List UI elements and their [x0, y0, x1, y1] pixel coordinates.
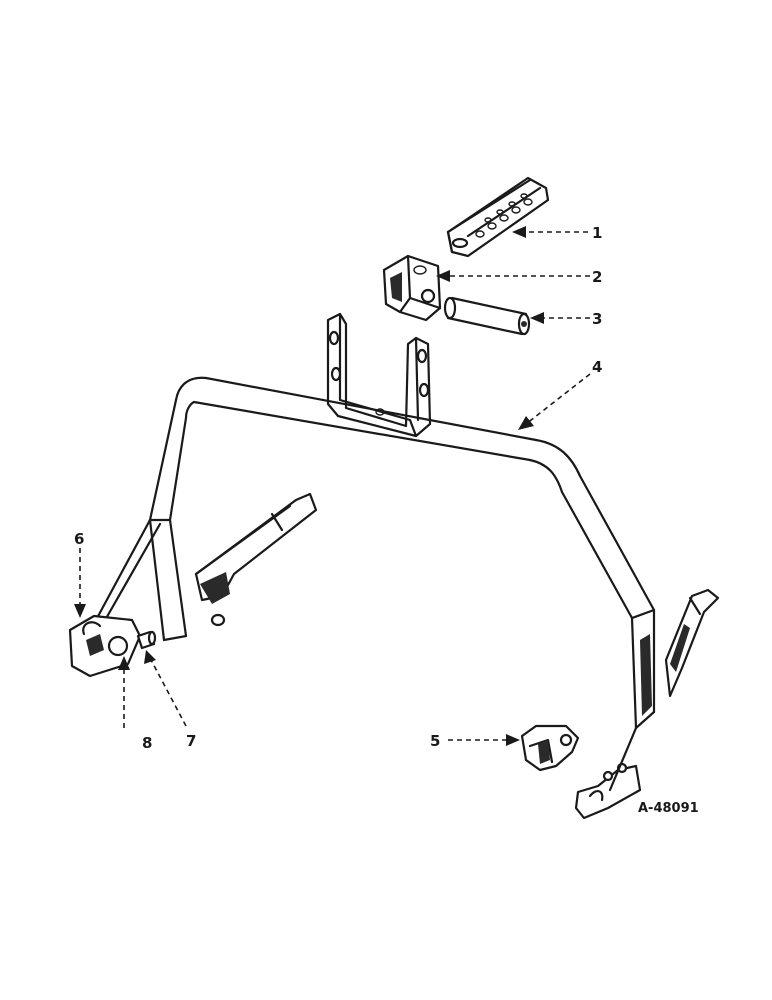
- callout-3: 3: [592, 310, 602, 328]
- callout-4: 4: [592, 358, 602, 376]
- leader-6: [74, 548, 86, 618]
- leader-7: [144, 650, 187, 727]
- part-3-sleeve: [443, 296, 531, 336]
- part-4-frame: [94, 312, 720, 820]
- callout-8: 8: [142, 734, 152, 752]
- part-6-end-plate: [68, 614, 142, 678]
- callout-6: 6: [74, 530, 84, 548]
- part-7-pin: [136, 630, 157, 650]
- callout-2: 2: [592, 268, 602, 286]
- part-5-latch: [520, 724, 580, 772]
- leader-1: [512, 226, 588, 238]
- part-8-washer: [107, 635, 129, 657]
- callout-1: 1: [592, 224, 602, 242]
- callout-7: 7: [186, 732, 196, 750]
- leader-2: [436, 270, 590, 282]
- leader-8: [118, 656, 130, 728]
- callout-5: 5: [430, 732, 440, 750]
- part-2-clevis: [382, 254, 442, 322]
- leader-5: [448, 734, 520, 746]
- leader-4: [518, 373, 591, 430]
- figure-reference-number: A-48091: [638, 801, 699, 816]
- leader-3: [530, 312, 590, 324]
- part-1-adjusting-bar: [446, 176, 550, 258]
